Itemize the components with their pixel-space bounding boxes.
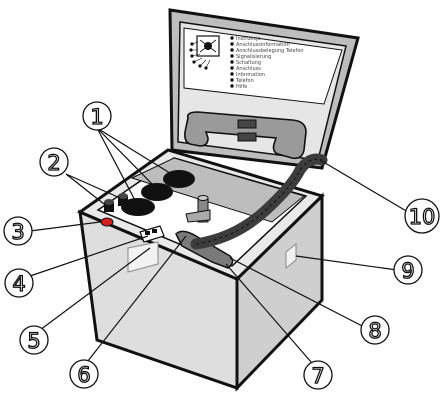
panel-line-7: Information: [236, 72, 265, 78]
socket-middle: [141, 183, 173, 201]
panel-line-5: Schaltung: [236, 60, 261, 66]
callout-3: 3: [3, 216, 33, 246]
panel-line-2: Anschlussinformation: [236, 42, 290, 48]
panel-line-6: Anschluss: [236, 66, 261, 72]
callout-9-label: 9: [401, 259, 414, 283]
telephone-handset-icon: [184, 111, 307, 160]
callout-6: 6: [69, 359, 99, 389]
device-schematic-icon: [189, 35, 220, 70]
callout-9: 9: [393, 255, 423, 285]
callout-1-label: 1: [90, 105, 103, 129]
callout-10: 10: [404, 198, 440, 234]
handset-rest: [175, 230, 234, 269]
callout-8: 8: [360, 315, 390, 345]
instruction-panel: Instrukcja Anschlussinformation Anschlus…: [183, 27, 343, 105]
switch-panel: [139, 225, 165, 243]
leader-lines: [29, 127, 409, 371]
callout-5: 5: [19, 325, 49, 355]
callout-8-label: 8: [368, 319, 381, 343]
panel-text-lines: Instrukcja Anschlussinformation Anschlus…: [230, 36, 304, 90]
panel-line-3: Anschlussbelegung Telefon: [236, 48, 304, 54]
microphone-post: [185, 195, 211, 223]
panel-line-4: Signalisierung: [236, 54, 271, 60]
side-handle: [285, 242, 297, 270]
callout-2-label: 2: [47, 151, 60, 175]
callout-4-label: 4: [12, 272, 25, 296]
callout-4: 4: [4, 268, 34, 298]
red-knob: [100, 217, 114, 227]
knob-group: [104, 193, 128, 212]
callout-5-label: 5: [27, 329, 40, 353]
coiled-cable: [190, 153, 328, 250]
panel-line-8: Telefon: [235, 78, 254, 84]
callout-7-label: 7: [311, 364, 324, 388]
socket-group: [121, 170, 195, 216]
callout-6-label: 6: [77, 363, 90, 387]
callout-2: 2: [39, 147, 69, 177]
panel-line-9: Hilfe: [236, 84, 247, 90]
callout-10-label: 10: [409, 205, 436, 229]
callout-3-label: 3: [11, 220, 24, 244]
socket-right: [163, 170, 195, 188]
panel-line-1: Instrukcja: [236, 36, 261, 42]
callout-7: 7: [303, 360, 333, 390]
callout-1: 1: [82, 101, 112, 131]
socket-left: [121, 198, 155, 216]
